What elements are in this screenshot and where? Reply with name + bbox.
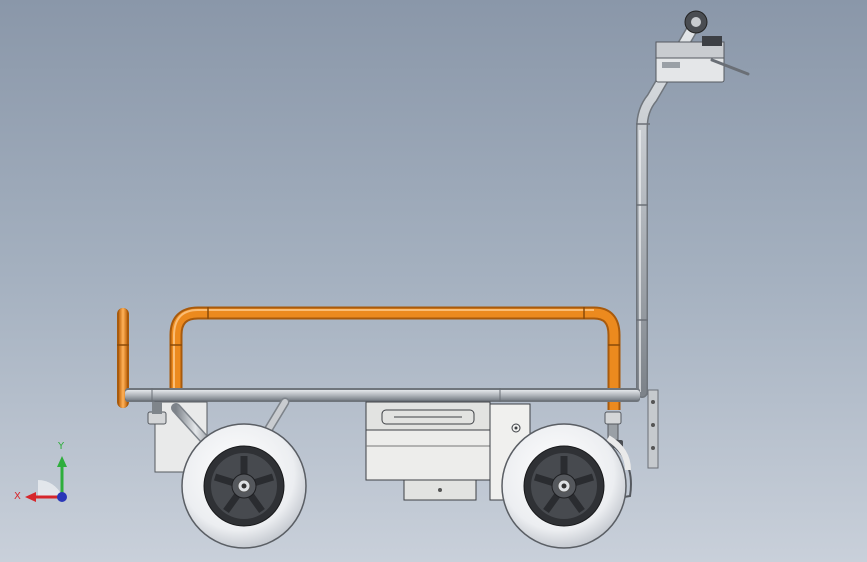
triad-graphic [25, 456, 67, 502]
handle-grip[interactable] [684, 10, 708, 34]
y-axis-arrow [57, 456, 67, 467]
rear-wheel[interactable] [181, 423, 307, 549]
z-axis-dot [57, 492, 67, 502]
steering-column[interactable] [636, 20, 700, 469]
x-axis-label: X [14, 491, 21, 502]
handle-control-box[interactable] [655, 36, 750, 83]
main-frame-tube[interactable] [125, 388, 640, 402]
orientation-triad[interactable]: Y X [12, 440, 78, 510]
rear-orange-post[interactable] [117, 308, 129, 408]
x-axis-arrow [25, 492, 36, 502]
front-wheel[interactable] [501, 423, 627, 549]
triad-plane-shade [38, 480, 62, 496]
y-axis-label: Y [58, 441, 65, 452]
orange-guard-rail[interactable] [169, 306, 621, 410]
battery-box[interactable] [365, 401, 632, 501]
